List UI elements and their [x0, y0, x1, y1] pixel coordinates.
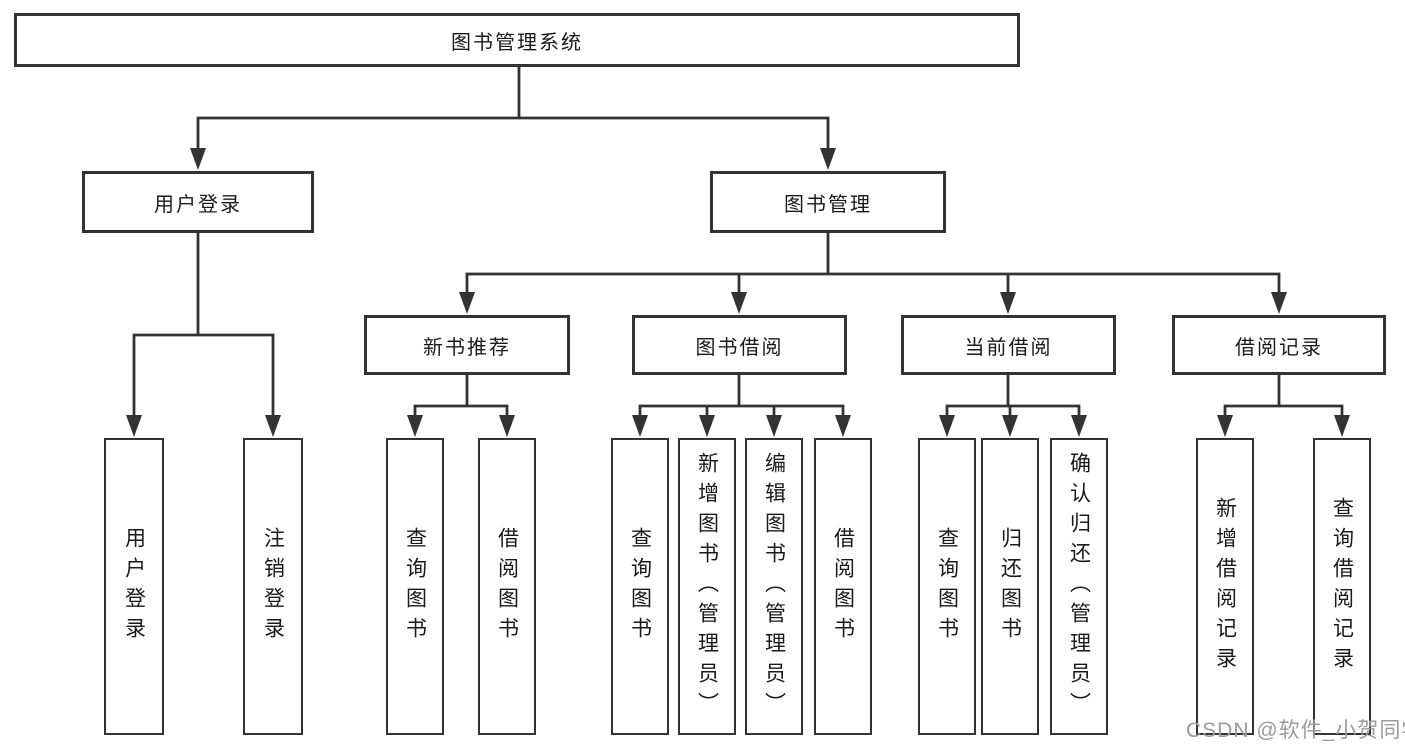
arrowheads-new-book-leaves: [407, 415, 515, 437]
connector-borrow-records-to-leaves: [1223, 373, 1344, 423]
leaf-edit-book-admin: 编辑图书（管理员）: [745, 438, 803, 735]
node-book-borrowing: 图书借阅: [632, 315, 847, 375]
leaf-add-book-admin: 新增图书（管理员）: [678, 438, 736, 735]
connector-book-mgmt-to-level3: [465, 231, 1281, 298]
node-book-management-system: 图书管理系统: [14, 13, 1020, 67]
arrowheads-current-borrow-leaves: [939, 415, 1087, 437]
leaf-query-borrow-record: 查询借阅记录: [1313, 438, 1371, 735]
leaf-label: 新增图书（管理员）: [695, 451, 719, 722]
arrowheads-book-borrow-leaves: [632, 415, 851, 437]
arrowheads-user-login-leaves: [126, 415, 281, 437]
leaf-borrow-books-recommend: 借阅图书: [478, 438, 536, 735]
leaf-return-books: 归还图书: [981, 438, 1039, 735]
node-label: 图书借阅: [695, 336, 784, 359]
leaf-label: 注销登录: [261, 526, 285, 647]
node-label: 图书管理系统: [451, 31, 583, 54]
leaf-user-login: 用户登录: [104, 438, 164, 735]
leaf-query-books-current: 查询图书: [918, 438, 976, 735]
node-current-borrowing: 当前借阅: [901, 315, 1116, 375]
arrowheads-level2: [190, 148, 836, 170]
connector-book-borrow-to-leaves: [638, 373, 845, 423]
leaf-label: 编辑图书（管理员）: [762, 451, 786, 722]
node-borrowing-records: 借阅记录: [1172, 315, 1386, 375]
leaf-query-books-borrowing: 查询图书: [611, 438, 669, 735]
leaf-logout: 注销登录: [243, 438, 303, 735]
node-label: 当前借阅: [964, 336, 1053, 359]
leaf-label: 查询图书: [935, 526, 959, 647]
leaf-label: 查询借阅记录: [1330, 496, 1354, 677]
node-label: 借阅记录: [1235, 336, 1323, 359]
node-label: 用户登录: [154, 193, 242, 216]
node-label: 图书管理: [784, 193, 872, 216]
connector-root-to-level2: [196, 65, 830, 154]
leaf-label: 查询图书: [403, 526, 427, 647]
leaf-label: 归还图书: [998, 526, 1022, 647]
arrowheads-borrow-records-leaves: [1217, 415, 1350, 437]
leaf-add-borrow-record: 新增借阅记录: [1196, 438, 1254, 735]
leaf-label: 借阅图书: [831, 526, 855, 647]
leaf-query-books-recommend: 查询图书: [386, 438, 444, 735]
leaf-confirm-return-admin: 确认归还（管理员）: [1050, 438, 1108, 735]
leaf-label: 用户登录: [122, 526, 146, 647]
node-user-login: 用户登录: [82, 171, 314, 233]
leaf-label: 确认归还（管理员）: [1067, 451, 1091, 722]
node-new-book-recommend: 新书推荐: [364, 315, 570, 375]
csdn-watermark: CSDN @软件_小贺同学: [1186, 719, 1405, 742]
leaf-label: 新增借阅记录: [1213, 496, 1237, 677]
connector-user-login-to-leaves: [132, 231, 275, 423]
node-book-management: 图书管理: [710, 171, 946, 233]
leaf-label: 借阅图书: [495, 526, 519, 647]
leaf-label: 查询图书: [628, 526, 652, 647]
connector-current-borrow-to-leaves: [945, 373, 1081, 423]
leaf-borrow-books-borrowing: 借阅图书: [814, 438, 872, 735]
node-label: 新书推荐: [423, 336, 511, 359]
connector-new-book-to-leaves: [413, 373, 509, 423]
arrowheads-level3: [459, 292, 1287, 314]
